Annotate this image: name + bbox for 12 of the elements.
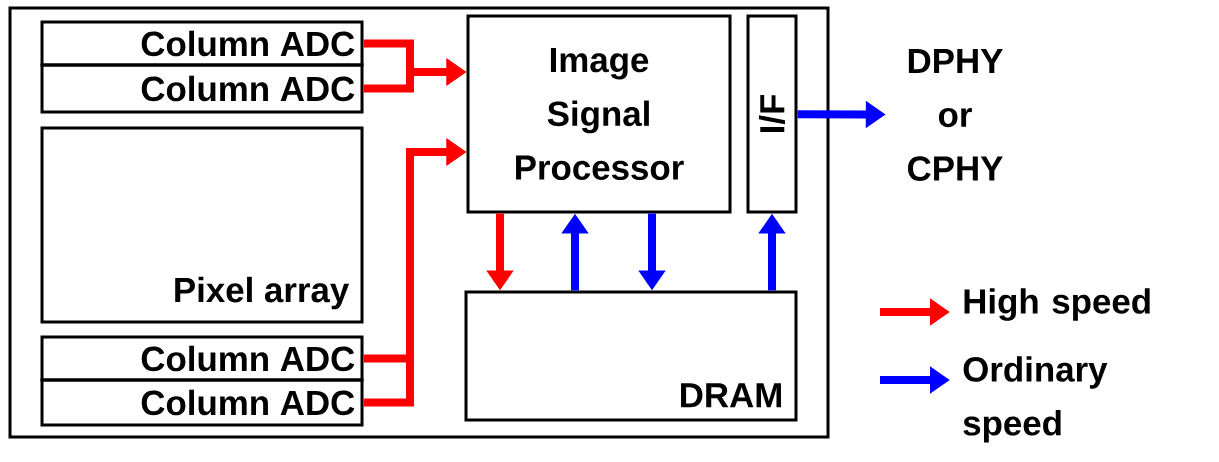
adc-box: Column ADC bbox=[40, 378, 364, 427]
legend-label: High speed bbox=[964, 288, 1150, 321]
processor-box: Image Signal Processor bbox=[466, 14, 732, 214]
adc-box: Column ADC bbox=[40, 63, 364, 114]
output-label: DPHY or CPHY bbox=[908, 49, 1003, 181]
dram-box: DRAM bbox=[464, 290, 798, 422]
chip-outline bbox=[8, 6, 830, 439]
pixel-array-box: Pixel array bbox=[40, 126, 364, 324]
legend-label: Ordinary speed bbox=[963, 356, 1108, 443]
interface-box: I/F bbox=[746, 14, 798, 214]
adc-box: Column ADC bbox=[40, 335, 364, 382]
adc-box: Column ADC bbox=[40, 20, 364, 67]
